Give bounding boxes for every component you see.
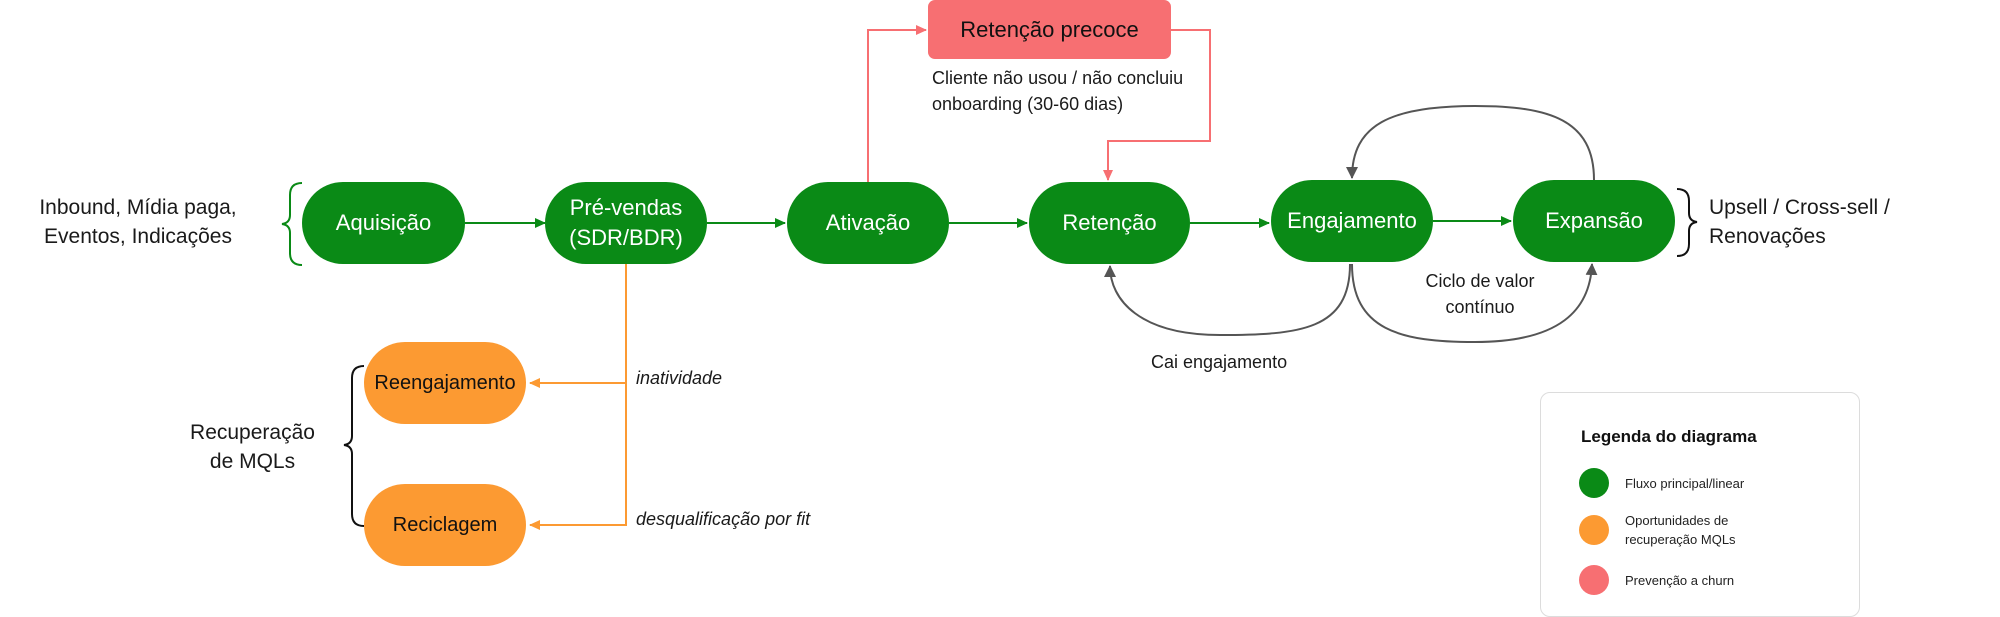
arrow-ativacao-precoce: [867, 25, 927, 182]
node-reciclagem-label: Reciclagem: [392, 514, 498, 536]
node-prevendas-label-line2: (SDR/BDR): [569, 225, 683, 250]
node-reengajamento: Reengajamento: [364, 342, 526, 424]
legend-swatch-orange: [1579, 515, 1609, 545]
inatividade-label: inatividade: [636, 368, 723, 388]
legend-item-main-flow: Fluxo principal/linear: [1579, 468, 1795, 498]
legend-swatch-red: [1579, 565, 1609, 595]
sources-label: Inbound, Mídia paga, Eventos, Indicações: [18, 193, 258, 251]
arrow-prevendas-reengajamento: [529, 264, 627, 388]
legend-item-churn: Prevenção a churn: [1579, 565, 1795, 595]
legend-item-label: Oportunidades de recuperação MQLs: [1625, 513, 1736, 547]
node-retencao-precoce-label: Retenção precoce: [960, 16, 1139, 42]
node-engajamento: Engajamento: [1271, 180, 1433, 262]
legend-item-recovery: Oportunidades de recuperação MQLs: [1579, 511, 1795, 549]
arrow-engajamento-expansao-loop: [1351, 263, 1598, 344]
node-ativacao-label: Ativação: [825, 210, 911, 235]
legend-item-label: Fluxo principal/linear: [1625, 475, 1745, 491]
legend-title: Legenda do diagrama: [1581, 427, 1757, 446]
ciclo-label-line2: contínuo: [1445, 297, 1515, 317]
node-reciclagem: Reciclagem: [364, 484, 526, 566]
precoce-note-line1: Cliente não usou / não concluiu: [932, 68, 1184, 88]
arrow-precoce-retencao: [1103, 29, 1211, 181]
legend-item-label: Prevenção a churn: [1625, 572, 1735, 588]
outcomes-label-line1: Upsell / Cross-sell /: [1709, 196, 1890, 219]
arrow-prevendas-reciclagem: [529, 383, 627, 530]
sources-label-line2: Eventos, Indicações: [44, 225, 232, 248]
recuperacao-label-line2: de MQLs: [209, 450, 296, 473]
node-prevendas-label-line1: Pré-vendas: [569, 195, 683, 220]
node-expansao: Expansão: [1513, 180, 1675, 262]
node-engajamento-label: Engajamento: [1287, 208, 1417, 233]
recuperacao-label: Recuperação de MQLs: [170, 418, 335, 476]
arrow-expansao-engajamento-loop: [1346, 104, 1595, 181]
node-expansao-label: Expansão: [1545, 208, 1643, 233]
node-prevendas: Pré-vendas (SDR/BDR): [545, 182, 707, 264]
ciclo-label-line1: Ciclo de valor: [1425, 271, 1535, 291]
precoce-note: Cliente não usou / não concluiu onboardi…: [932, 65, 1222, 117]
cai-engajamento-label: Cai engajamento: [1151, 352, 1288, 372]
sources-label-line1: Inbound, Mídia paga,: [39, 196, 237, 219]
arrow-engajamento-retencao: [1104, 263, 1351, 337]
ciclo-label: Ciclo de valor contínuo: [1400, 268, 1560, 320]
recuperacao-brace: [343, 365, 365, 527]
recuperacao-label-line1: Recuperação: [190, 421, 315, 444]
node-retencao-label: Retenção: [1062, 210, 1157, 235]
node-aquisicao-label: Aquisição: [335, 210, 432, 235]
legend-swatch-green: [1579, 468, 1609, 498]
node-aquisicao: Aquisição: [302, 182, 465, 264]
node-ativacao: Ativação: [787, 182, 949, 264]
node-retencao: Retenção: [1029, 182, 1190, 264]
sources-brace: [281, 182, 303, 266]
outcomes-label: Upsell / Cross-sell / Renovações: [1709, 193, 1969, 251]
legend-panel: Legenda do diagrama Fluxo principal/line…: [1540, 392, 1860, 617]
desqualificacao-label: desqualificação por fit: [636, 509, 811, 529]
node-retencao-precoce: Retenção precoce: [928, 0, 1171, 59]
outcomes-label-line2: Renovações: [1709, 225, 1826, 248]
outcomes-brace: [1676, 188, 1698, 257]
precoce-note-line2: onboarding (30-60 dias): [932, 94, 1124, 114]
node-reengajamento-label: Reengajamento: [374, 372, 516, 394]
